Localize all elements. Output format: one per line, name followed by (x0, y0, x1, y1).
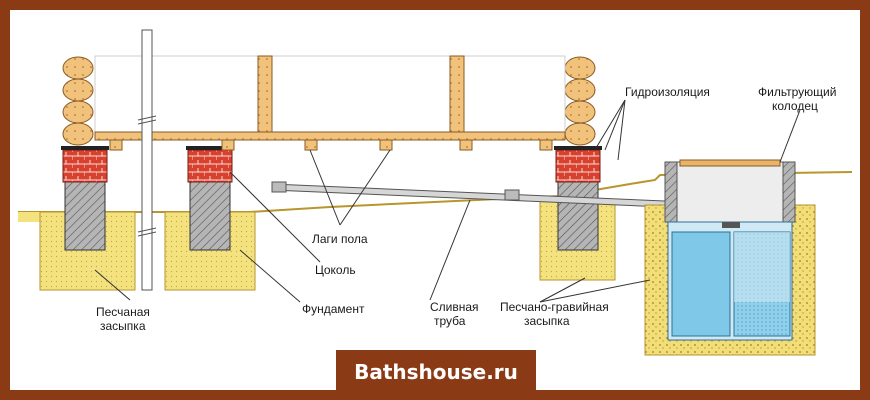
wall-post-2 (449, 55, 465, 135)
wall-post-1 (257, 55, 273, 135)
label-sand-backfill-line1: Песчаная (96, 305, 150, 319)
leader-lines (94, 99, 801, 303)
floor-joists (109, 139, 553, 151)
brick-plinth-left (62, 149, 108, 183)
interior-space (94, 55, 566, 135)
vertical-pipe (141, 29, 153, 291)
log-wall-right (564, 56, 596, 146)
foundation-pillar-right (557, 181, 599, 251)
pipe-break-mark-top (137, 115, 157, 125)
ground-strip (18, 212, 40, 222)
label-floor-joists: Лаги пола (312, 232, 368, 246)
foundation-pillar-left (64, 181, 106, 251)
label-filter-well-line2: колодец (772, 99, 818, 113)
log-wall-left (62, 56, 94, 146)
label-sand-gravel-line2: засыпка (524, 314, 570, 328)
label-filter-well-line1: Фильтрующий (758, 85, 836, 99)
label-sand-backfill-line2: засыпка (100, 319, 146, 333)
waterproofing-strip-mid (186, 146, 234, 150)
site-brand: Bathshouse.ru (336, 350, 536, 394)
label-drain-pipe-line1: Сливная (430, 300, 479, 314)
label-foundation: Фундамент (302, 302, 365, 316)
waterproofing-strip-right (554, 146, 602, 150)
label-waterproofing: Гидроизоляция (625, 85, 710, 99)
brick-plinth-mid (187, 149, 233, 183)
floor-boards (94, 131, 566, 141)
filter-well (644, 159, 816, 356)
pipe-break-mark-bottom (137, 227, 157, 237)
label-plinth: Цоколь (315, 263, 356, 277)
waterproofing-strip-left (61, 146, 109, 150)
brick-plinth-right (555, 149, 601, 183)
foundation-pillar-mid (189, 181, 231, 251)
label-drain-pipe-line2: труба (434, 314, 466, 328)
label-sand-gravel-line1: Песчано-гравийная (500, 300, 609, 314)
